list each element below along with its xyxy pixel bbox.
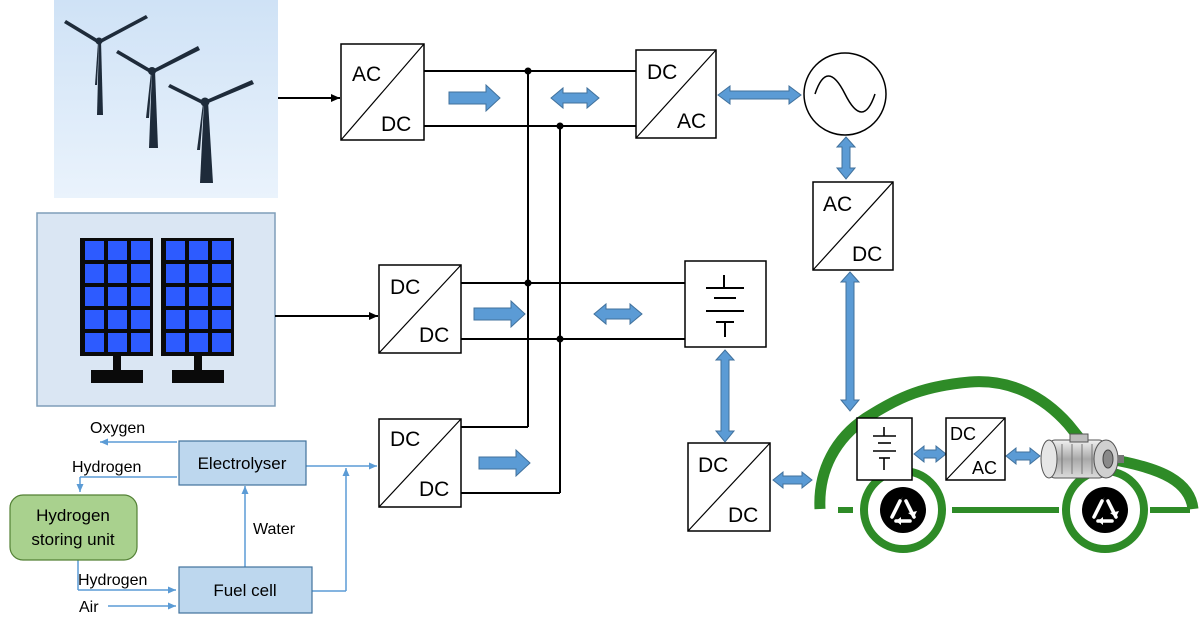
recycle-icon — [878, 485, 928, 535]
solar-cell — [108, 287, 127, 306]
solar-cell — [212, 287, 231, 306]
solar-cell — [212, 264, 231, 283]
solar-cell — [166, 287, 185, 306]
hydrogen-subsystem: Electrolyser Fuel cell Hydrogen storing … — [9, 420, 377, 616]
solar-cell — [189, 333, 208, 352]
hydrogen-in-label: Hydrogen — [78, 572, 147, 589]
fuel-cell-box: Fuel cell — [178, 566, 313, 614]
solar-cell — [131, 264, 150, 283]
converter-label: AC — [972, 458, 997, 478]
converter-ev-dcdc: DC DC — [687, 442, 771, 532]
solar-cell — [212, 310, 231, 329]
battery-icon — [856, 417, 913, 481]
converter-charger-acdc: AC DC — [812, 181, 894, 271]
wind-turbine-icon — [54, 0, 278, 198]
ac-source-icon — [803, 52, 887, 136]
solar-cell — [166, 241, 185, 260]
solar-cell — [166, 333, 185, 352]
solar-cell — [85, 333, 104, 352]
converter-solar-dcdc: DC DC — [378, 264, 462, 354]
solar-cell — [108, 241, 127, 260]
converter-label: DC — [381, 113, 411, 136]
solar-cell — [212, 333, 231, 352]
solar-cell — [131, 310, 150, 329]
solar-cell — [131, 287, 150, 306]
dc-bus-lines — [275, 70, 685, 494]
storage-label-line2: storing unit — [31, 530, 114, 549]
solar-cell — [85, 241, 104, 260]
oxygen-label: Oxygen — [90, 420, 145, 437]
solar-cell — [108, 264, 127, 283]
electrolyser-box: Electrolyser — [178, 440, 307, 486]
solar-cell — [189, 264, 208, 283]
converter-label: DC — [647, 61, 677, 84]
solar-cell — [166, 310, 185, 329]
solar-cell — [189, 241, 208, 260]
converter-car-dcac: DC AC — [945, 417, 1006, 481]
solar-cell — [85, 310, 104, 329]
solar-cell — [166, 264, 185, 283]
converter-label: DC — [950, 424, 976, 444]
solar-cell — [85, 287, 104, 306]
motor-icon — [1040, 433, 1124, 479]
converter-label: DC — [698, 454, 728, 477]
solar-panel-icon — [36, 212, 276, 407]
solar-cell — [108, 310, 127, 329]
hydrogen-out-label: Hydrogen — [72, 459, 141, 476]
storage-label-line1: Hydrogen — [36, 506, 110, 525]
converter-label: AC — [823, 193, 852, 216]
converter-grid-dcac: DC AC — [635, 49, 717, 139]
solar-cell — [131, 241, 150, 260]
solar-cell — [85, 264, 104, 283]
converter-wind-acdc: AC DC — [340, 43, 425, 141]
power-flow-arrows — [448, 83, 1041, 490]
converter-label: AC — [352, 63, 381, 86]
solar-cell — [212, 241, 231, 260]
converter-label: DC — [852, 243, 882, 266]
converter-electrolyser-dcdc: DC DC — [378, 418, 462, 508]
fuel-cell-label: Fuel cell — [213, 581, 276, 600]
converter-label: DC — [419, 478, 449, 501]
solar-cell — [131, 333, 150, 352]
recycle-icon — [1080, 485, 1130, 535]
battery-icon — [684, 260, 767, 348]
converter-label: DC — [419, 324, 449, 347]
solar-cell — [189, 310, 208, 329]
electrolyser-label: Electrolyser — [198, 454, 287, 473]
air-label: Air — [79, 599, 99, 616]
hydrogen-storage-box: Hydrogen storing unit — [9, 494, 138, 561]
converter-label: DC — [390, 428, 420, 451]
solar-cell — [189, 287, 208, 306]
water-label: Water — [253, 521, 296, 538]
bus-junctions — [524, 67, 564, 343]
converter-label: DC — [390, 276, 420, 299]
solar-cell — [108, 333, 127, 352]
electric-vehicle: DC AC — [814, 376, 1199, 553]
converter-label: DC — [728, 504, 758, 527]
converter-label: AC — [677, 110, 706, 133]
